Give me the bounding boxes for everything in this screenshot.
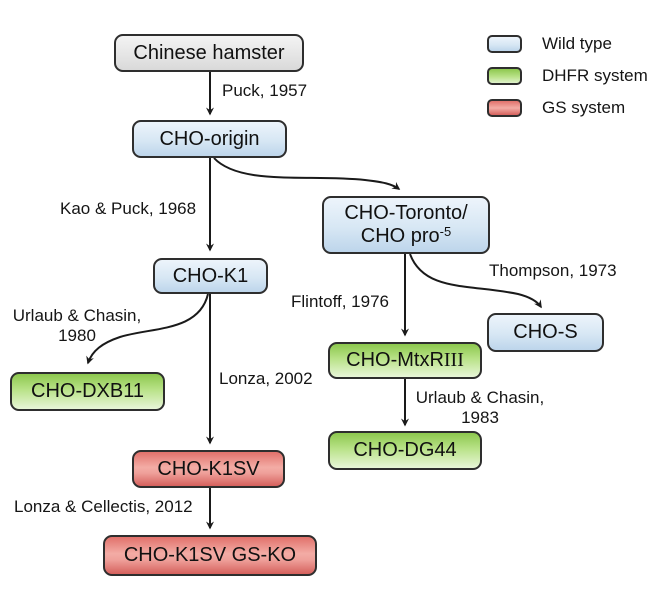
node-cho-toronto-label: CHO-Toronto/ CHO pro-5	[344, 202, 467, 248]
node-cho-dxb11: CHO-DXB11	[10, 372, 165, 411]
edge-label-lonza-cellectis-2012: Lonza & Cellectis, 2012	[14, 497, 193, 516]
node-cho-toronto-superscript: -5	[439, 224, 452, 239]
legend-swatch-wild-type	[487, 35, 522, 53]
legend-swatch-gs-system	[487, 99, 522, 117]
node-cho-origin: CHO-origin	[132, 120, 287, 158]
legend-item-wild-type: Wild type	[487, 33, 612, 55]
node-cho-k1sv: CHO-K1SV	[132, 450, 285, 488]
legend-item-dhfr-system: DHFR system	[487, 65, 648, 87]
node-cho-dg44: CHO-DG44	[328, 431, 482, 470]
edge-label-urlaub-chasin-1980-line1: Urlaub & Chasin,	[12, 306, 142, 325]
edge-label-flintoff-1976: Flintoff, 1976	[291, 292, 389, 311]
legend-label-wild-type: Wild type	[542, 34, 612, 53]
edge-label-urlaub-chasin-1983: Urlaub & Chasin, 1983	[410, 388, 550, 428]
legend-item-gs-system: GS system	[487, 97, 625, 119]
node-cho-toronto-line1: CHO-Toronto/	[344, 202, 468, 224]
edge-label-kao-puck-1968: Kao & Puck, 1968	[60, 199, 197, 218]
edge-label-urlaub-chasin-1983-line1: Urlaub & Chasin,	[415, 388, 545, 407]
edge-label-urlaub-chasin-1980: Urlaub & Chasin, 1980	[8, 306, 146, 346]
edge-label-urlaub-chasin-1983-line2: 1983	[461, 408, 499, 427]
node-cho-toronto-line2: CHO pro	[360, 225, 440, 247]
edge-label-urlaub-chasin-1980-line2: 1980	[58, 326, 96, 345]
node-cho-toronto-cho-pro5: CHO-Toronto/ CHO pro-5	[322, 196, 490, 254]
node-cho-mtxriii-label-suffix: III	[443, 349, 464, 371]
edge-label-thompson-1973: Thompson, 1973	[489, 261, 617, 280]
arrow-cho-toronto-to-cho-s	[409, 253, 542, 309]
legend-swatch-dhfr-system	[487, 67, 522, 85]
arrow-cho-k1-to-cho-dxb11	[86, 293, 209, 365]
node-cho-mtxriii-label-main: CHO-MtxR	[346, 349, 444, 371]
node-cho-k1: CHO-K1	[153, 258, 268, 294]
edge-label-puck-1957: Puck, 1957	[222, 81, 308, 100]
arrow-cho-origin-to-cho-toronto	[213, 157, 401, 190]
edge-label-lonza-2002: Lonza, 2002	[219, 369, 313, 388]
legend-label-gs-system: GS system	[542, 98, 626, 117]
node-chinese-hamster: Chinese hamster	[114, 34, 304, 72]
node-cho-k1sv-gs-ko: CHO-K1SV GS-KO	[103, 535, 317, 576]
legend-label-dhfr-system: DHFR system	[542, 66, 648, 85]
node-cho-s: CHO-S	[487, 313, 604, 352]
